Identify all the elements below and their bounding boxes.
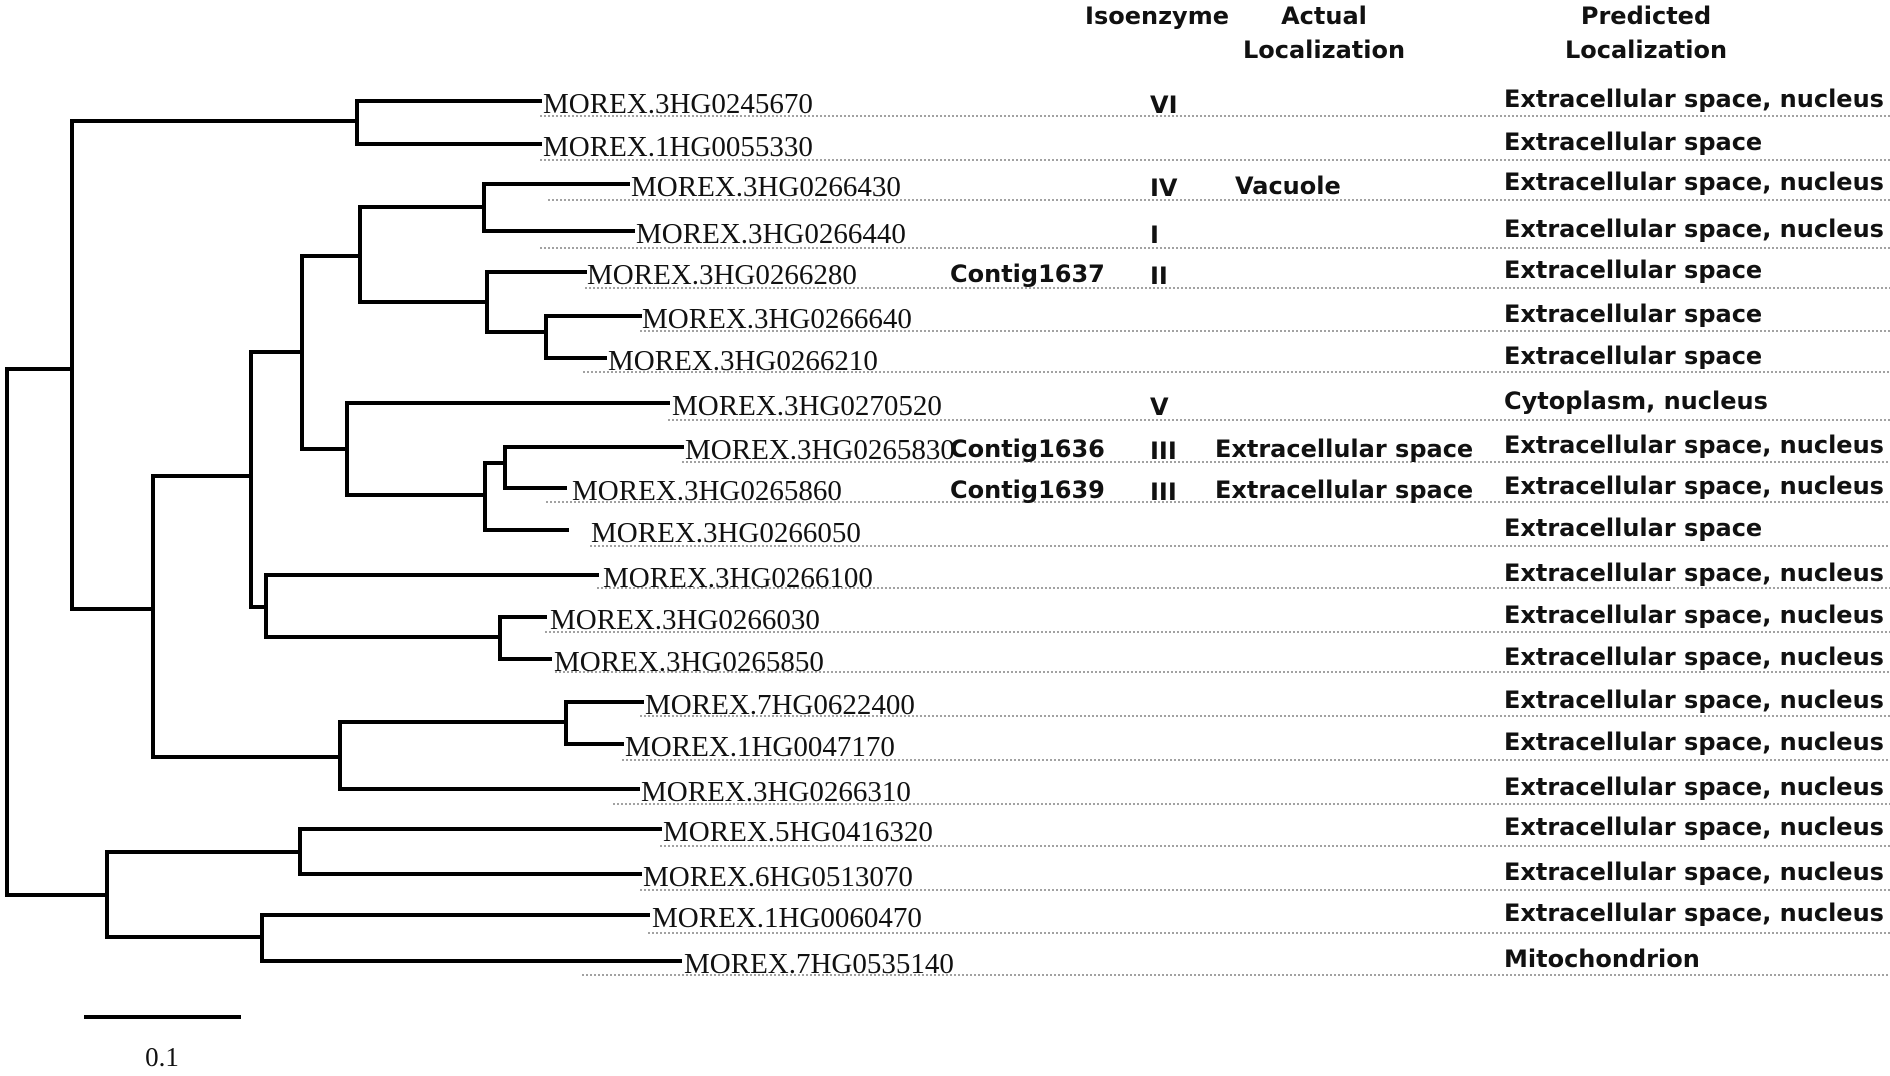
predicted-localization-column: Extracellular space, nucleusExtracellula… [1504, 85, 1884, 973]
header-predicted-line1: Predicted [1581, 2, 1711, 30]
leaf-label: MOREX.7HG0622400 [645, 689, 915, 721]
branch-clade-e [345, 401, 670, 497]
predicted-localization-cell: Extracellular space, nucleus [1504, 728, 1884, 756]
predicted-localization-cell: Extracellular space, nucleus [1504, 686, 1884, 714]
actual-localization-cell: Extracellular space [1215, 476, 1473, 504]
predicted-localization-cell: Mitochondrion [1504, 945, 1700, 973]
branch-top-clade [70, 119, 359, 611]
isoenzyme-cell: VI [1150, 91, 1178, 119]
leaf-label: MOREX.3HG0265850 [554, 646, 824, 678]
leaf-label: MOREX.3HG0265830 [685, 434, 955, 466]
branch-pair-3hg0266030 [498, 615, 552, 661]
isoenzyme-cell: III [1150, 478, 1177, 506]
branch-pair-3hg0266430 [482, 182, 635, 233]
contig-label: Contig1636 [950, 435, 1105, 463]
predicted-localization-cell: Extracellular space, nucleus [1504, 215, 1884, 243]
leaf-label: MOREX.3HG0266430 [631, 171, 901, 203]
predicted-localization-cell: Extracellular space, nucleus [1504, 858, 1884, 886]
branch-pair-3hg0266640 [544, 314, 642, 360]
predicted-localization-cell: Extracellular space [1504, 128, 1762, 156]
predicted-localization-cell: Extracellular space, nucleus [1504, 168, 1884, 196]
branch-pair-3hg0265830 [503, 445, 684, 490]
predicted-localization-cell: Extracellular space, nucleus [1504, 85, 1884, 113]
leaf-label: MOREX.3HG0266310 [641, 776, 911, 808]
branch-pair-7hg0622400 [564, 700, 644, 746]
contig-label: Contig1637 [950, 260, 1105, 288]
branch-pair-1hg0060470 [260, 913, 682, 963]
branch-big-clade [151, 474, 342, 759]
leaf-labels: MOREX.3HG0245670MOREX.1HG0055330MOREX.3H… [543, 88, 955, 980]
leaf-label: MOREX.1HG0060470 [652, 902, 922, 934]
isoenzyme-cell: IV [1150, 174, 1178, 202]
branch-clade-f [483, 461, 569, 532]
predicted-localization-cell: Extracellular space, nucleus [1504, 643, 1884, 671]
header-predicted-line2: Localization [1565, 36, 1727, 64]
branch-root [5, 367, 109, 897]
leaf-label: MOREX.3HG0245670 [543, 88, 813, 120]
leaf-label: MOREX.3HG0266100 [603, 562, 873, 594]
leaf-label: MOREX.3HG0265860 [572, 475, 842, 507]
tree-branches [5, 99, 684, 963]
branch-bottom-clade [105, 850, 302, 939]
leaf-label: MOREX.3HG0266640 [642, 303, 912, 335]
isoenzyme-cell: V [1150, 393, 1169, 421]
predicted-localization-cell: Extracellular space, nucleus [1504, 472, 1884, 500]
branch-clade-b [300, 254, 362, 451]
header-actual-line2: Localization [1243, 36, 1405, 64]
branch-clade-d [485, 270, 587, 334]
predicted-localization-cell: Extracellular space, nucleus [1504, 899, 1884, 927]
predicted-localization-cell: Extracellular space, nucleus [1504, 601, 1884, 629]
leaf-label: MOREX.5HG0416320 [663, 816, 933, 848]
predicted-localization-cell: Extracellular space, nucleus [1504, 559, 1884, 587]
actual-localization-cell: Vacuole [1235, 172, 1341, 200]
leaf-label: MOREX.3HG0266210 [608, 345, 878, 377]
header-isoenzyme: Isoenzyme [1085, 2, 1229, 30]
branch-clade-c [358, 205, 489, 304]
dotted-guide-lines [540, 115, 1890, 976]
scale-bar-label: 0.1 [145, 1042, 179, 1072]
branch-pair-5hg0416320 [298, 827, 662, 876]
predicted-localization-cell: Extracellular space, nucleus [1504, 431, 1884, 459]
leaf-label: MOREX.3HG0270520 [672, 390, 942, 422]
isoenzyme-cell: II [1150, 262, 1168, 290]
leaf-label: MOREX.7HG0535140 [684, 948, 954, 980]
leaf-label: MOREX.3HG0266050 [591, 517, 861, 549]
predicted-localization-cell: Extracellular space [1504, 300, 1762, 328]
branch-clade-a [249, 350, 304, 609]
header-actual-line1: Actual [1281, 2, 1367, 30]
predicted-localization-cell: Extracellular space [1504, 256, 1762, 284]
branch-pair-3hg0245670 [355, 99, 542, 146]
branch-clade-g [264, 573, 599, 639]
isoenzyme-cell: I [1150, 221, 1159, 249]
leaf-label: MOREX.6HG0513070 [643, 861, 913, 893]
leaf-label: MOREX.1HG0055330 [543, 131, 813, 163]
leaf-label: MOREX.3HG0266030 [550, 604, 820, 636]
contig-label: Contig1639 [950, 476, 1105, 504]
isoenzyme-cell: III [1150, 437, 1177, 465]
leaf-label: MOREX.1HG0047170 [625, 731, 895, 763]
actual-localization-cell: Extracellular space [1215, 435, 1473, 463]
leaf-label: MOREX.3HG0266440 [636, 218, 906, 250]
leaf-label: MOREX.3HG0266280 [587, 259, 857, 291]
predicted-localization-cell: Extracellular space [1504, 342, 1762, 370]
predicted-localization-cell: Extracellular space [1504, 514, 1762, 542]
branch-clade-h [338, 720, 640, 791]
predicted-localization-cell: Extracellular space, nucleus [1504, 773, 1884, 801]
predicted-localization-cell: Cytoplasm, nucleus [1504, 387, 1768, 415]
predicted-localization-cell: Extracellular space, nucleus [1504, 813, 1884, 841]
